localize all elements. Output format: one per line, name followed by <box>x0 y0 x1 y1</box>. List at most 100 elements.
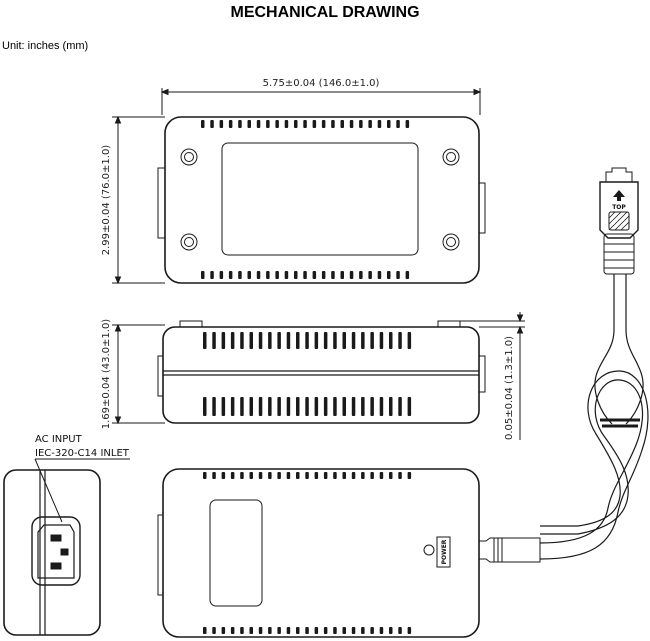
vent-slot <box>340 120 344 128</box>
vent-slot <box>203 397 207 416</box>
vent-slot <box>230 397 235 416</box>
vent-slot <box>377 120 382 128</box>
vent-slot <box>398 627 402 634</box>
top-view-vents-upper <box>201 120 410 128</box>
vent-slot <box>303 271 307 279</box>
vent-slot <box>389 397 393 416</box>
vent-slot <box>321 120 326 128</box>
vent-slot <box>294 120 298 128</box>
vent-slot <box>359 271 363 279</box>
vent-slot <box>210 120 214 128</box>
vent-slot <box>266 271 270 279</box>
vent-slot <box>203 332 207 349</box>
vent-slot <box>230 332 235 349</box>
vent-slot <box>221 472 226 479</box>
vent-slot <box>203 472 207 479</box>
vent-slot <box>275 271 279 279</box>
vent-slot <box>314 627 319 634</box>
vent-slot <box>359 120 363 128</box>
vent-slot <box>333 627 337 634</box>
vent-slot <box>312 271 317 279</box>
vent-slot <box>342 397 346 416</box>
vent-slot <box>377 271 382 279</box>
vent-slot <box>268 472 272 479</box>
height-dimension: 1.69±0.04 (43.0±1.0) <box>101 319 112 430</box>
vent-slot <box>389 627 393 634</box>
vent-slot <box>407 472 412 479</box>
vent-slot <box>333 397 337 416</box>
vent-slot <box>387 271 391 279</box>
unit-note: Unit: inches (mm) <box>2 40 89 52</box>
vent-slot <box>323 627 328 634</box>
vent-slot <box>258 472 263 479</box>
vent-slot <box>323 397 328 416</box>
bottom-view-vents-lower <box>203 627 412 634</box>
vent-slot <box>212 627 216 634</box>
vent-slot <box>294 271 298 279</box>
vent-slot <box>268 332 272 349</box>
vent-slot <box>407 332 412 349</box>
vent-slot <box>256 271 261 279</box>
vent-slot <box>379 472 384 479</box>
vent-slot <box>323 332 328 349</box>
vent-slot <box>370 397 374 416</box>
vent-slot <box>396 271 400 279</box>
length-dimension: 5.75±0.04 (146.0±1.0) <box>263 78 380 89</box>
vent-slot <box>221 397 226 416</box>
top-marker-label: TOP <box>612 204 626 211</box>
vent-slot <box>284 271 289 279</box>
vent-slot <box>230 627 235 634</box>
vent-slot <box>296 627 300 634</box>
vent-slot <box>238 271 242 279</box>
side-view-vents-lower <box>203 397 412 416</box>
vent-slot <box>305 332 309 349</box>
vent-slot <box>379 332 384 349</box>
ac-input-label: AC INPUT <box>35 434 83 445</box>
vent-slot <box>296 397 300 416</box>
vent-slot <box>361 472 365 479</box>
vent-slot <box>219 271 224 279</box>
side-view <box>112 312 525 440</box>
vent-slot <box>396 120 400 128</box>
vent-slot <box>342 627 346 634</box>
vent-slot <box>286 332 291 349</box>
vent-slot <box>351 332 356 349</box>
vent-slot <box>203 627 207 634</box>
vent-slot <box>305 397 309 416</box>
vent-slot <box>249 397 253 416</box>
vent-slot <box>398 397 402 416</box>
vent-slot <box>333 472 337 479</box>
vent-slot <box>349 120 354 128</box>
vent-slot <box>407 397 412 416</box>
vent-slot <box>387 120 391 128</box>
vent-slot <box>312 120 317 128</box>
vent-slot <box>349 271 354 279</box>
vent-slot <box>249 332 253 349</box>
vent-slot <box>240 332 244 349</box>
vent-slot <box>275 120 279 128</box>
vent-slot <box>228 120 233 128</box>
vent-slot <box>221 332 226 349</box>
vent-slot <box>368 120 372 128</box>
vent-slot <box>296 472 300 479</box>
vent-slot <box>258 332 263 349</box>
vent-slot <box>268 397 272 416</box>
power-led-label: POWER <box>441 539 448 564</box>
vent-slot <box>379 397 384 416</box>
vent-slot <box>361 332 365 349</box>
vent-slot <box>370 472 374 479</box>
vent-slot <box>284 120 289 128</box>
vent-slot <box>286 397 291 416</box>
vent-slot <box>321 271 326 279</box>
vent-slot <box>266 120 270 128</box>
vent-slot <box>368 271 372 279</box>
vent-slot <box>314 332 319 349</box>
vent-slot <box>370 332 374 349</box>
bottom-view <box>157 468 541 638</box>
vent-slot <box>212 397 216 416</box>
vent-slot <box>230 472 235 479</box>
width-dimension: 2.99±0.04 (76.0±1.0) <box>101 145 112 256</box>
vent-slot <box>240 397 244 416</box>
dc-cable <box>539 274 649 560</box>
